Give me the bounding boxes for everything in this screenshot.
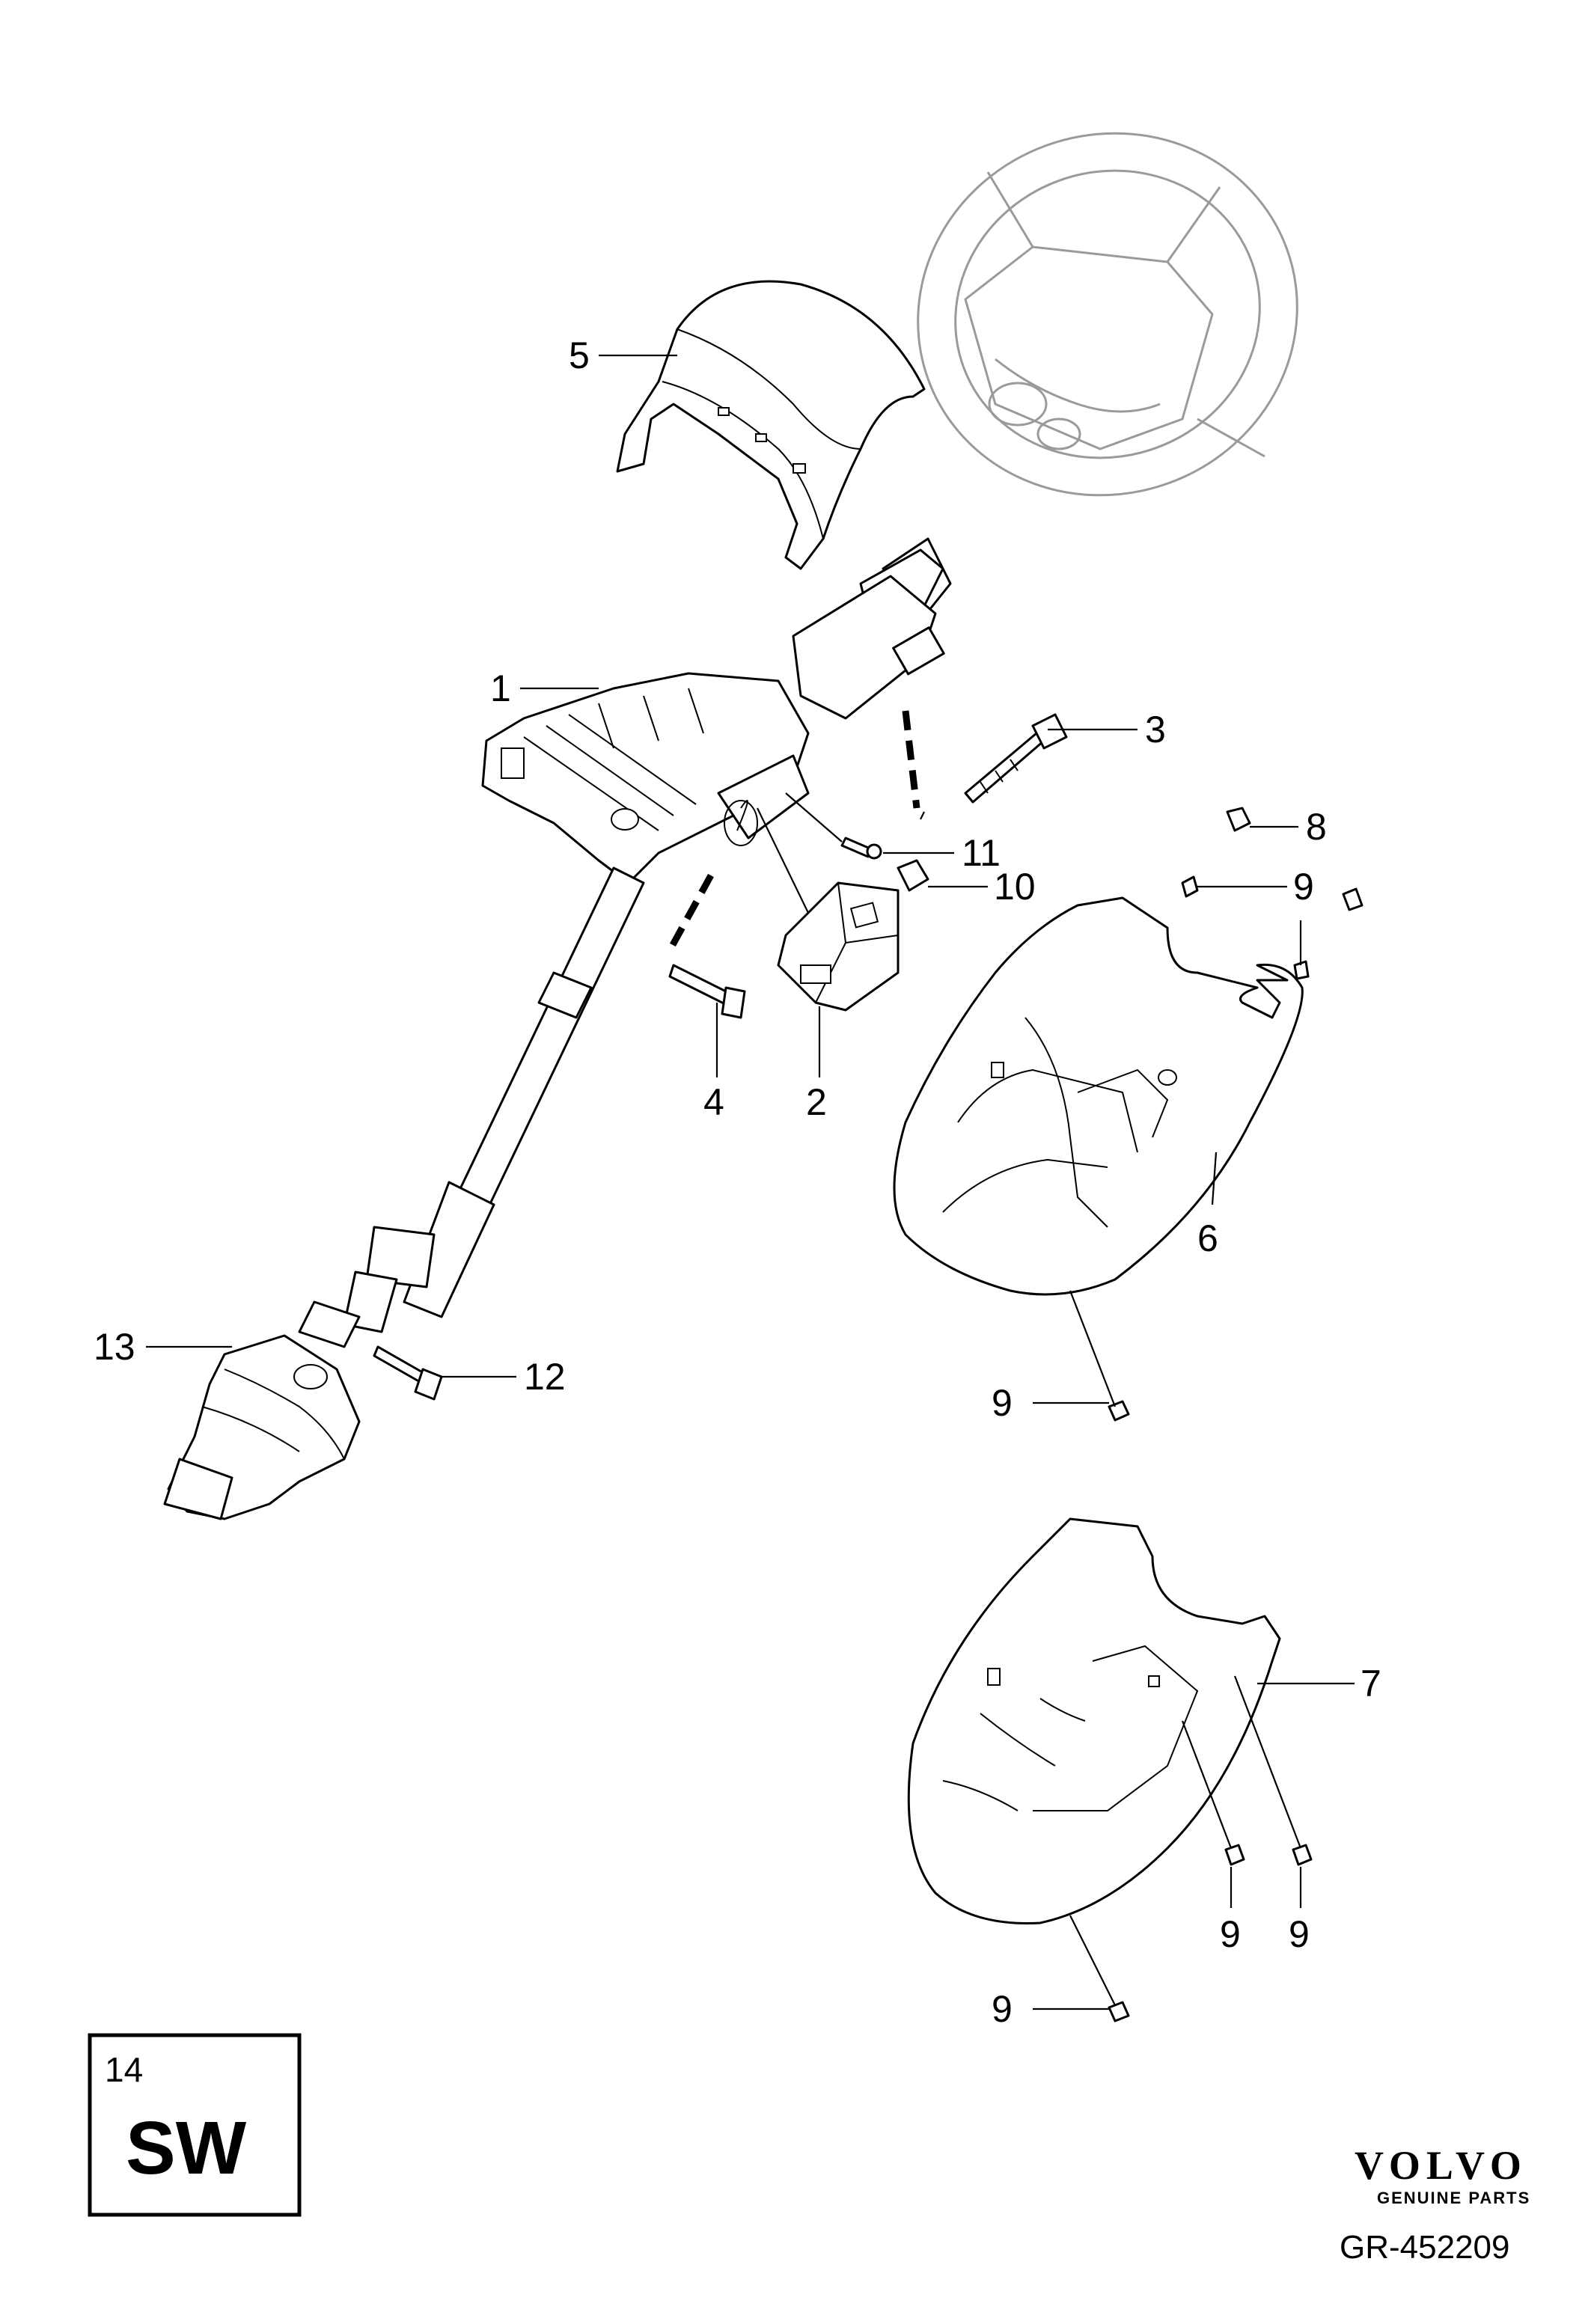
- section-box: 14 SW: [88, 2033, 302, 2217]
- screw-9-set-lower: [1108, 1844, 1313, 2022]
- assembly-path-3: [902, 710, 920, 809]
- screw-9-bottom-6: [1108, 1400, 1130, 1422]
- screw-11: [840, 837, 882, 860]
- callout-9-e: 9: [992, 1988, 1013, 2030]
- callout-9-a: 9: [1293, 866, 1314, 908]
- screw-9-set-upper: [1181, 875, 1364, 980]
- callout-11: 11: [962, 832, 1001, 874]
- brand-name: VOLVO: [1355, 2143, 1527, 2188]
- callout-13: 13: [94, 1326, 135, 1368]
- callout-6: 6: [1197, 1217, 1218, 1259]
- lower-steering-column-cover-7: [907, 1517, 1281, 1924]
- volvo-logo: VOLVO GENUINE PARTS: [1355, 2143, 1530, 2207]
- clip-nut-10: [897, 859, 929, 892]
- callout-5: 5: [569, 334, 590, 376]
- callout-9-d: 9: [1289, 1913, 1310, 1955]
- bolt-3: [964, 713, 1068, 804]
- section-number: 14: [105, 2050, 143, 2089]
- upper-steering-column-cover: [616, 280, 926, 570]
- assembly-path-4: [667, 873, 714, 952]
- callout-9-c: 9: [1220, 1913, 1241, 1955]
- steering-wheel-outline: [917, 132, 1298, 497]
- callout-3: 3: [1145, 709, 1166, 750]
- diagram-reference: GR-452209: [1340, 2229, 1509, 2266]
- brand-tagline: GENUINE PARTS: [1377, 2189, 1530, 2207]
- section-code: SW: [126, 2106, 247, 2190]
- clip-8: [1226, 807, 1251, 832]
- steering-lock-module: [777, 881, 900, 1012]
- lower-steering-column-cover-6: [893, 896, 1304, 1296]
- bolt-4: [668, 964, 746, 1019]
- intermediate-shaft-boot: [163, 1334, 361, 1520]
- callout-10: 10: [994, 866, 1036, 908]
- callout-7: 7: [1361, 1663, 1381, 1704]
- callout-8: 8: [1306, 806, 1327, 848]
- leader-lines: [146, 354, 1355, 2010]
- callout-9-b: 9: [992, 1382, 1013, 1424]
- callout-4: 4: [703, 1081, 724, 1123]
- callout-12: 12: [524, 1356, 566, 1398]
- steering-column-assembly: [298, 537, 952, 1348]
- bolt-12: [373, 1345, 443, 1401]
- callout-2: 2: [806, 1081, 827, 1123]
- callout-1: 1: [490, 667, 511, 709]
